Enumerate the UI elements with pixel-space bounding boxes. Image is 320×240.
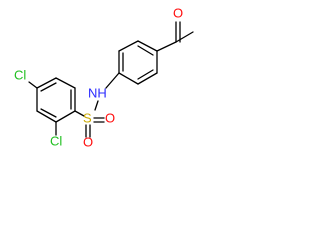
bond [55,77,76,89]
bond [40,82,57,92]
bond [74,110,85,117]
bond [118,72,139,85]
bonds [28,21,194,138]
bond [156,41,177,52]
bond [175,31,194,43]
bond [36,77,57,89]
bond [137,45,154,56]
atom-label-nh: NH [88,85,107,100]
atom-label-s: S [83,110,92,125]
bond [137,72,158,85]
bond [94,100,99,111]
bond [118,40,139,52]
atom-labels: O NH S O O Cl Cl [14,5,183,149]
bond [55,110,76,123]
structure-diagram: O NH S O O Cl Cl [14,5,194,149]
bond [40,108,57,118]
atom-label-o-right: O [105,110,115,125]
atom-label-o-bottom: O [83,134,93,149]
bond [28,81,38,89]
bond [36,110,57,123]
bond [105,72,120,89]
atom-label-cl-top: Cl [14,67,26,82]
atom-label-cl-bottom: Cl [50,133,62,148]
bond [137,69,154,80]
bond [137,40,158,52]
atom-label-o-ketone: O [173,5,183,20]
